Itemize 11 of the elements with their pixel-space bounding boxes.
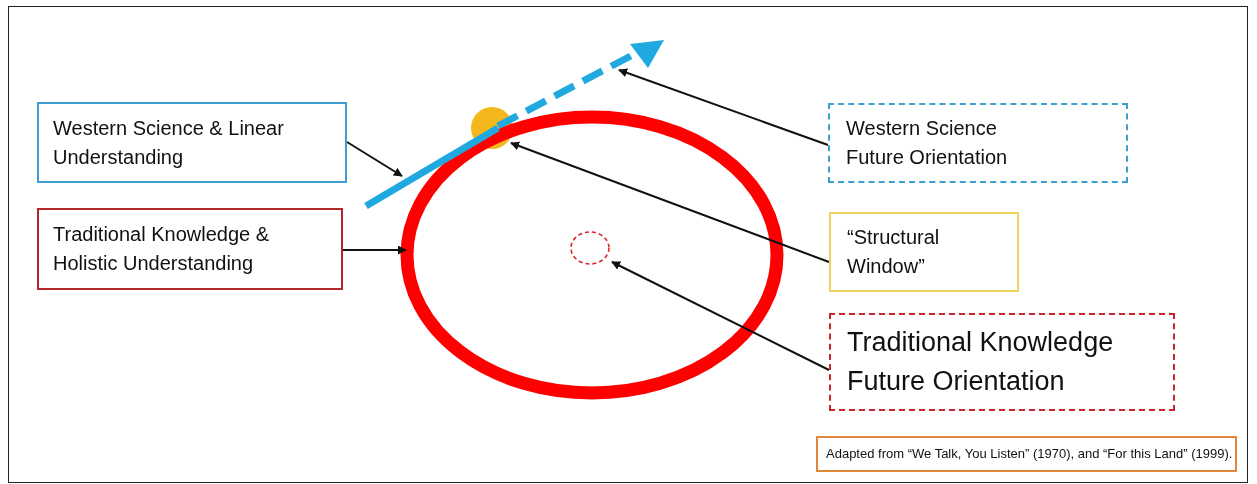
leader-arrow — [346, 141, 403, 177]
leader-arrow — [611, 261, 830, 371]
label-box: Traditional Knowledge Future Orientation — [829, 313, 1175, 411]
leader-arrow — [510, 141, 830, 263]
leader-arrow — [342, 245, 407, 255]
label-box: Western Science Future Orientation — [828, 103, 1128, 183]
leader-arrow — [618, 68, 829, 146]
label-box: Western Science & Linear Understanding — [37, 102, 347, 183]
label-box: Traditional Knowledge & Holistic Understanding — [37, 208, 343, 290]
source-note: Adapted from “We Talk, You Listen” (1970), and “For this Land” (1999). — [816, 436, 1237, 472]
label-box: “Structural Window” — [829, 212, 1019, 292]
